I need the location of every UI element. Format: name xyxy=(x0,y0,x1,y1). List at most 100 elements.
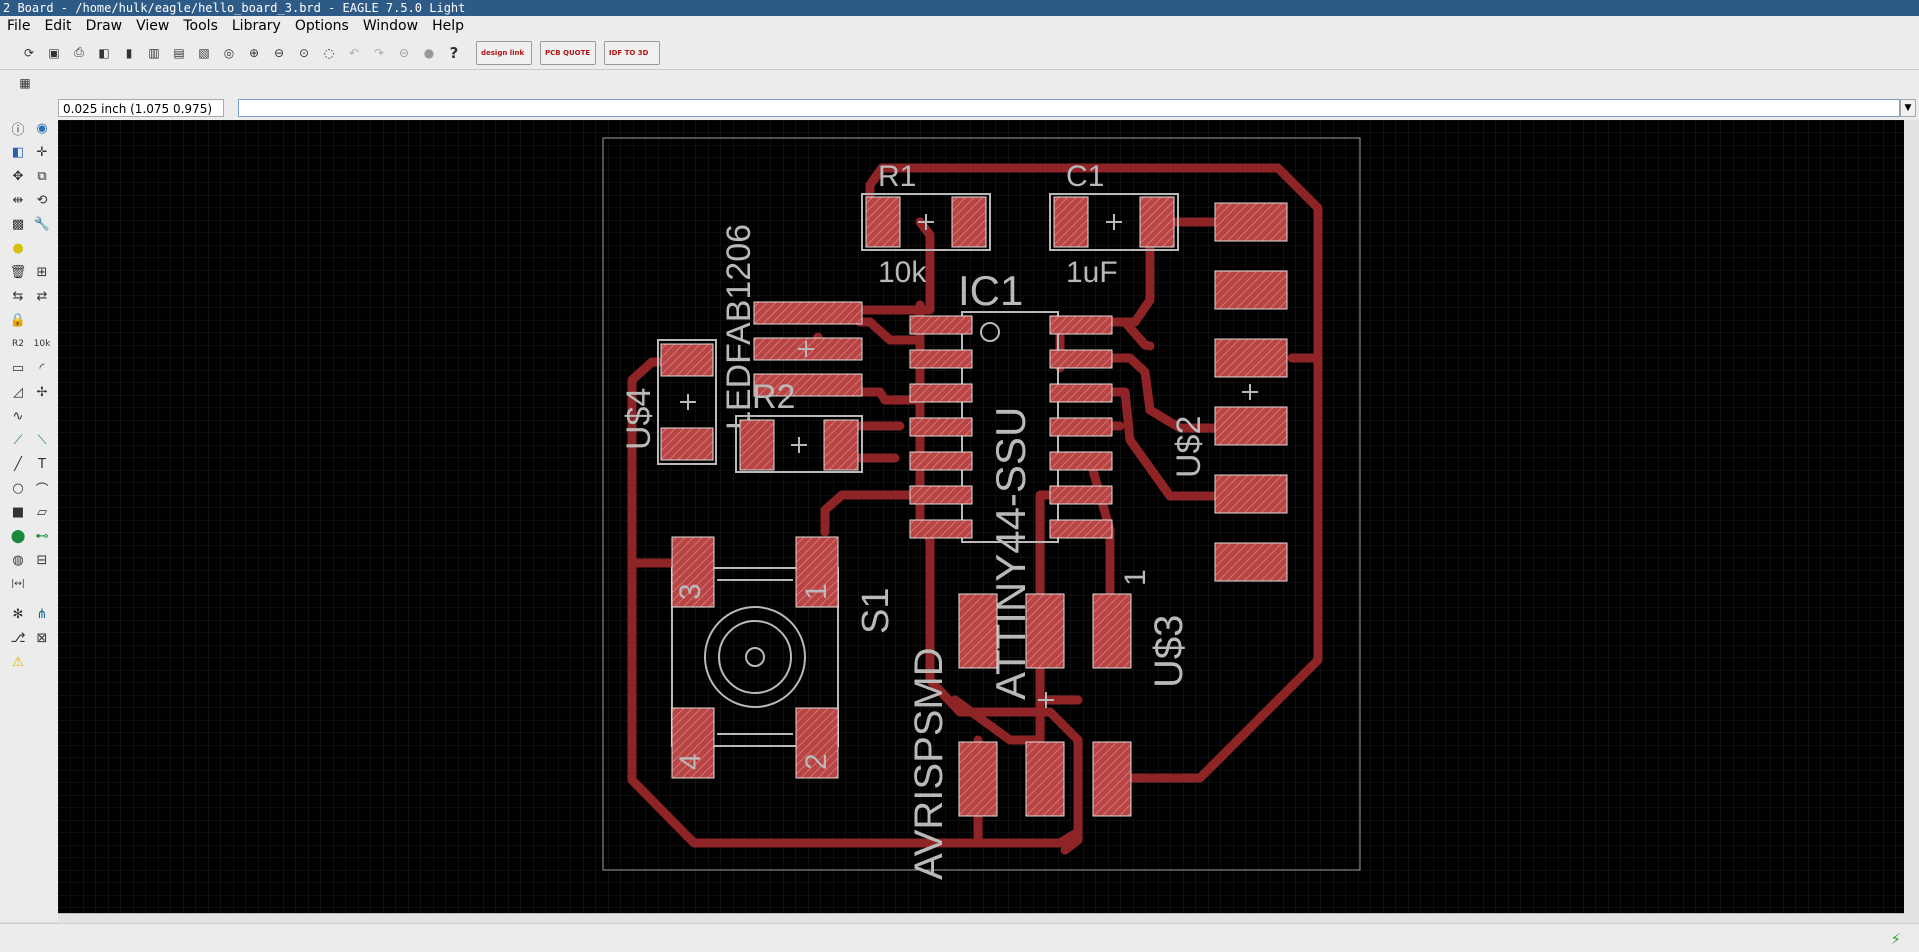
undo-icon[interactable]: ↶ xyxy=(348,45,360,60)
ripup-icon[interactable]: ⟍ xyxy=(37,432,47,448)
group-icon[interactable]: ▩ xyxy=(11,216,25,232)
board-canvas[interactable]: R1 10k C1 1uF U$2 xyxy=(58,120,1904,913)
zoom-redraw-icon[interactable]: ⊙ xyxy=(298,45,310,60)
component-c1[interactable]: C1 1uF xyxy=(1049,160,1179,289)
menu-file[interactable]: File xyxy=(7,18,31,34)
pinswap-icon[interactable]: ⇆ xyxy=(12,288,24,304)
add-icon[interactable]: ⊞ xyxy=(36,264,48,280)
show-icon[interactable]: ◉ xyxy=(36,120,48,136)
c1-name: C1 xyxy=(1066,160,1104,193)
menu-window[interactable]: Window xyxy=(362,18,419,34)
warning-icon[interactable]: ⚠ xyxy=(12,654,24,670)
open-icon[interactable]: ⟳ xyxy=(23,45,35,60)
board-outline xyxy=(602,137,1361,871)
r1-name: R1 xyxy=(878,160,916,193)
value-icon[interactable]: 10k xyxy=(33,339,51,349)
copy-icon[interactable]: ⧉ xyxy=(37,168,47,184)
paste-icon[interactable]: ● xyxy=(12,240,24,256)
wire-icon[interactable]: ╱ xyxy=(14,456,22,472)
redo-icon[interactable]: ↷ xyxy=(373,45,385,60)
component-ic1[interactable]: IC1 ATTINY44-SSU xyxy=(909,267,1113,700)
component-u2[interactable]: U$2 xyxy=(1170,202,1288,582)
command-input[interactable] xyxy=(238,99,1900,117)
zoom-fit-icon[interactable]: ◎ xyxy=(223,45,235,60)
text-icon[interactable]: T xyxy=(38,456,46,472)
smash-icon[interactable]: ▭ xyxy=(11,360,25,376)
ratsnest-icon[interactable]: ✻ xyxy=(12,606,24,622)
board-icon[interactable]: ▧ xyxy=(198,45,210,60)
u3-pin1: 1 xyxy=(1119,569,1152,586)
component-u3[interactable]: 1 U$3 xyxy=(958,569,1191,708)
mark-icon[interactable]: ✛ xyxy=(36,144,48,160)
menu-help[interactable]: Help xyxy=(432,18,464,34)
replace-icon[interactable]: ⇄ xyxy=(36,288,48,304)
delete-icon[interactable]: 🗑 xyxy=(9,264,27,280)
drc-icon[interactable]: ⎇ xyxy=(10,630,26,646)
hole-icon[interactable]: ◍ xyxy=(12,552,24,568)
route-icon[interactable]: ⟋ xyxy=(13,432,23,448)
grid-icon[interactable]: ▦ xyxy=(19,76,31,90)
signal-icon[interactable]: ⊷ xyxy=(35,528,49,544)
zoom-out-icon[interactable]: ⊖ xyxy=(273,45,285,60)
ulp-icon[interactable]: ▮ xyxy=(125,45,133,60)
vertical-scrollbar[interactable] xyxy=(1904,120,1919,923)
help-icon[interactable]: ? xyxy=(449,43,459,62)
menu-view[interactable]: View xyxy=(136,18,170,34)
component-avrispsmd[interactable]: AVRISPSMD xyxy=(907,647,1132,880)
dimension-icon[interactable]: |↔| xyxy=(11,579,25,589)
print-icon[interactable]: ⎙ xyxy=(74,45,84,59)
component-led-pads[interactable]: LEDFAB1206 xyxy=(720,224,863,430)
component-r1[interactable]: R1 10k xyxy=(861,160,991,289)
script-icon[interactable]: ▥ xyxy=(148,45,160,60)
menu-library[interactable]: Library xyxy=(231,18,281,34)
switch-schematic-icon[interactable]: ▤ xyxy=(173,45,185,60)
command-history-dropdown[interactable]: ▼ xyxy=(1900,99,1916,117)
s1-pin2: 2 xyxy=(800,753,833,770)
change-icon[interactable]: 🔧 xyxy=(33,216,51,232)
errors-icon[interactable]: ⊠ xyxy=(36,630,48,646)
mirror-icon[interactable]: ⇹ xyxy=(12,192,24,208)
idf-to-3d-button[interactable]: IDF TO 3D xyxy=(604,40,660,65)
arc-icon[interactable]: ⌒ xyxy=(35,482,49,498)
lightning-icon: ⚡ xyxy=(1890,930,1901,948)
avrispsmd-label: AVRISPSMD xyxy=(907,647,951,880)
pcb-quote-button[interactable]: PCB QUOTE xyxy=(540,40,596,65)
polygon-icon[interactable]: ▱ xyxy=(37,504,47,520)
menu-tools[interactable]: Tools xyxy=(183,18,218,34)
cam-icon[interactable]: ◧ xyxy=(98,45,110,60)
r2-name: R2 xyxy=(752,378,795,416)
component-r2[interactable]: R2 xyxy=(735,378,863,473)
lock-icon[interactable]: 🔒 xyxy=(9,312,27,328)
miter-icon[interactable]: ◜ xyxy=(39,360,45,376)
stop-icon[interactable]: ⊝ xyxy=(398,45,410,60)
move-icon[interactable]: ✥ xyxy=(12,168,24,184)
rotate-icon[interactable]: ⟲ xyxy=(36,192,48,208)
optimize-icon[interactable]: ✢ xyxy=(36,384,48,400)
menu-options[interactable]: Options xyxy=(294,18,349,34)
display-icon[interactable]: ◧ xyxy=(11,144,25,160)
attribute-icon[interactable]: ⊟ xyxy=(36,552,48,568)
name-icon[interactable]: R2 xyxy=(12,339,24,349)
component-s1[interactable]: 3 1 4 2 S1 xyxy=(671,536,897,779)
zoom-in-icon[interactable]: ⊕ xyxy=(248,45,260,60)
board-drawing[interactable]: R1 10k C1 1uF U$2 xyxy=(58,120,1904,913)
zoom-select-icon[interactable]: ◌ xyxy=(323,45,335,60)
c1-value: 1uF xyxy=(1066,256,1118,289)
via-icon[interactable]: ⬤ xyxy=(10,528,26,544)
split-icon[interactable]: ◿ xyxy=(13,384,23,400)
save-icon[interactable]: ▣ xyxy=(48,45,60,60)
circle-icon[interactable]: ○ xyxy=(12,480,24,496)
status-bar: ⚡ xyxy=(0,923,1919,952)
autorouter-icon[interactable]: ⋔ xyxy=(36,606,48,622)
meander-icon[interactable]: ∿ xyxy=(12,408,24,424)
s1-pin4: 4 xyxy=(674,753,707,770)
design-link-button[interactable]: design link xyxy=(476,40,532,65)
info-icon[interactable]: ⓘ xyxy=(11,122,25,138)
menu-edit[interactable]: Edit xyxy=(44,18,72,34)
s1-pin1: 1 xyxy=(800,583,833,600)
component-u4[interactable]: U$4 xyxy=(620,339,717,465)
rect-icon[interactable]: ■ xyxy=(11,504,25,520)
menu-draw[interactable]: Draw xyxy=(85,18,123,34)
go-icon[interactable]: ● xyxy=(423,45,435,60)
horizontal-scrollbar[interactable] xyxy=(58,913,1904,923)
